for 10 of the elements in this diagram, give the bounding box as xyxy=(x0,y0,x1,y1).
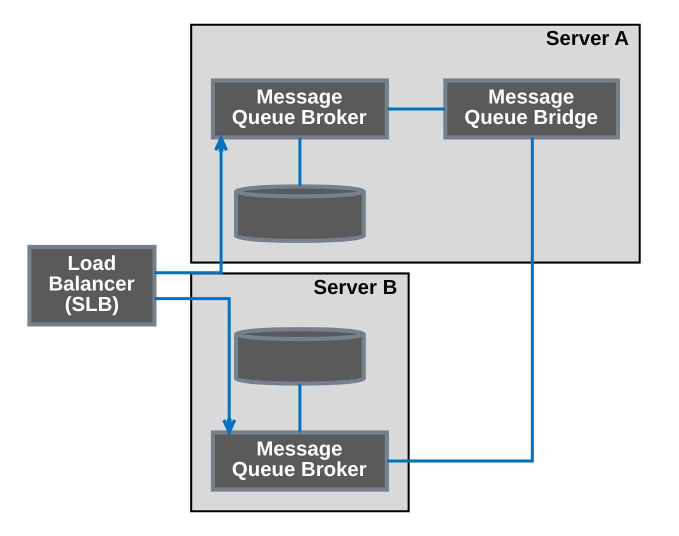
connector xyxy=(298,384,301,432)
arrow xyxy=(154,297,236,434)
node-box: Message Queue Bridge xyxy=(442,78,620,140)
connector xyxy=(387,107,445,110)
connector xyxy=(386,138,534,462)
connector xyxy=(298,138,301,186)
node-box: Message Queue Broker xyxy=(210,78,388,140)
node-box: Message Queue Broker xyxy=(210,430,388,492)
node-box: Load Balancer (SLB) xyxy=(26,244,156,326)
arrow xyxy=(154,136,228,274)
